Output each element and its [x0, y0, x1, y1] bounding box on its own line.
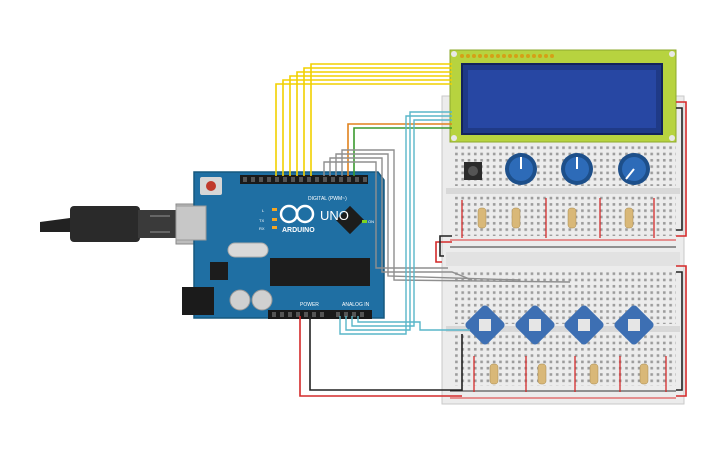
arduino-logo-icon — [279, 204, 315, 224]
potentiometer-3 — [618, 153, 650, 185]
resistors-top — [477, 207, 634, 229]
red-wires — [299, 101, 687, 397]
rgb-led-1 — [465, 305, 505, 345]
potentiometer-2 — [561, 153, 593, 185]
led-label-tx: TX — [259, 218, 264, 223]
rgb-led-4 — [614, 305, 654, 345]
resistors-bottom — [489, 363, 649, 385]
power-label: POWER — [300, 302, 319, 308]
usb-cable — [40, 203, 203, 245]
green-wire — [353, 127, 452, 176]
cyan-wires — [339, 111, 470, 335]
lcd-display — [449, 49, 677, 143]
rgb-led-2 — [515, 305, 555, 345]
arduino-board: ARDUINO UNO DIGITAL (PWM~) POWER ANALOG … — [175, 171, 385, 319]
rgb-led-3 — [564, 305, 604, 345]
on-label: ON — [368, 219, 374, 224]
yellow-wires — [275, 63, 452, 176]
pushbutton — [464, 162, 482, 180]
arduino-logo-text: ARDUINO — [282, 227, 315, 234]
led-label-rx: RX — [259, 226, 265, 231]
analog-in-label: ANALOG IN — [342, 302, 370, 308]
digital-pins-label: DIGITAL (PWM~) — [308, 196, 347, 202]
led-label-l: L — [262, 208, 265, 213]
black-wires — [309, 107, 683, 391]
gray-wires — [323, 149, 571, 283]
breadboard — [441, 95, 685, 405]
jumpers — [461, 198, 667, 392]
potentiometer-1 — [505, 153, 537, 185]
arduino-model-label: UNO — [320, 208, 349, 223]
